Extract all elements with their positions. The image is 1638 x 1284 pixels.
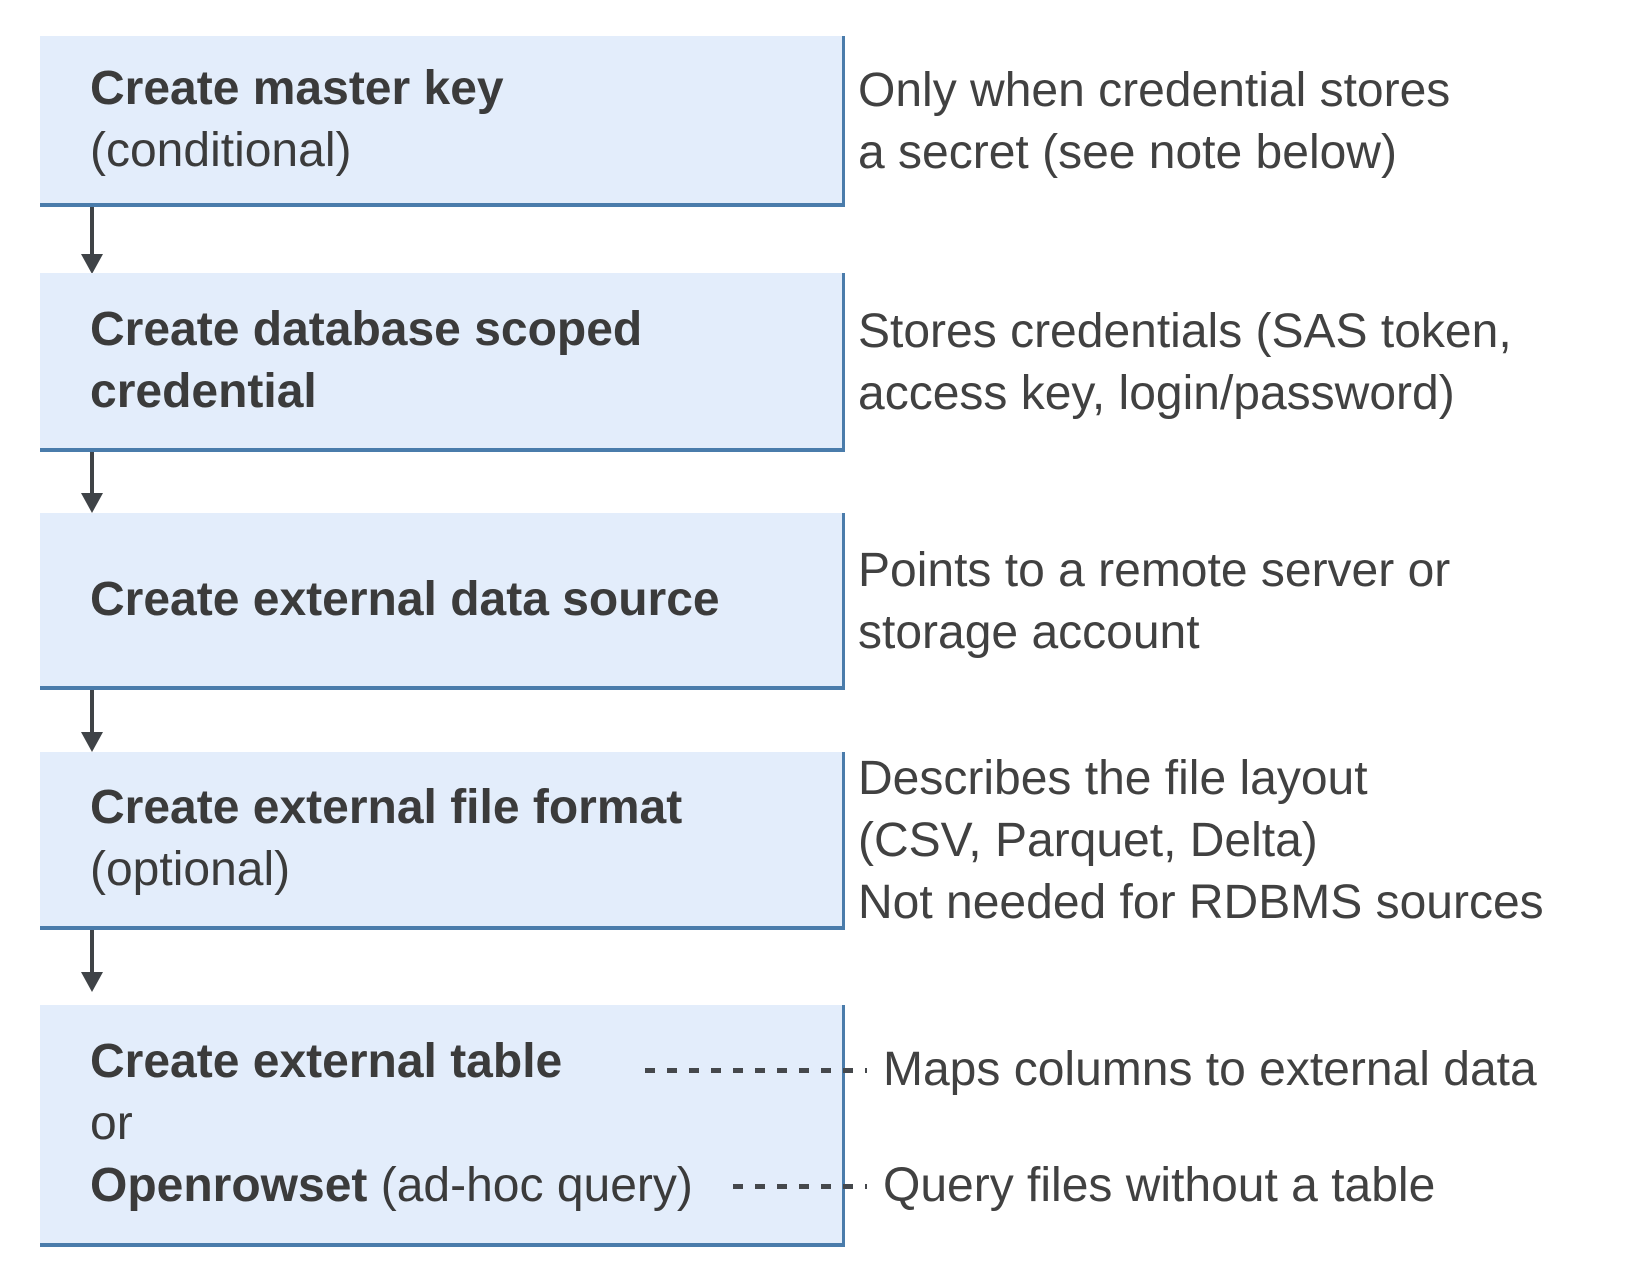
arrow-shaft — [90, 452, 94, 493]
note-openrowset: Query files without a table — [883, 1159, 1436, 1212]
step-title: Create master key — [90, 61, 504, 115]
step-alt-title: Openrowset — [90, 1159, 368, 1212]
step-title: Create external file format — [90, 781, 683, 834]
note-database-scoped-credential: Stores credentials (SAS token, access ke… — [858, 273, 1578, 452]
step-qualifier: (optional) — [90, 843, 291, 896]
note-external-file-format: Describes the file layout (CSV, Parquet,… — [858, 752, 1578, 930]
flow-box-create-database-scoped-credential: Create database scoped credential — [40, 273, 845, 452]
step-qualifier: (conditional) — [90, 123, 352, 177]
step-alt-qualifier: (ad-hoc query) — [367, 1159, 693, 1212]
step-title: Create database scoped credential — [90, 302, 643, 418]
arrow-head — [81, 493, 103, 513]
flow-box-create-master-key: Create master key (conditional) — [40, 36, 845, 207]
arrow-shaft — [90, 207, 94, 254]
step-title: Create external table — [90, 1035, 563, 1088]
step-alt-line: Openrowset (ad-hoc query) — [90, 1155, 842, 1217]
note-external-data-source: Points to a remote server or storage acc… — [858, 513, 1578, 690]
note-text: Only when credential stores a secret (se… — [858, 63, 1451, 179]
arrow-head — [81, 972, 103, 992]
flow-arrow-down-icon — [81, 207, 103, 274]
dashed-connector-external-table — [645, 1068, 867, 1073]
flow-arrow-down-icon — [81, 690, 103, 752]
arrow-shaft — [90, 930, 94, 972]
note-text: Points to a remote server or storage acc… — [858, 543, 1451, 659]
step-or-label: or — [90, 1097, 133, 1150]
note-external-table: Maps columns to external data — [883, 1043, 1537, 1096]
arrow-head — [81, 254, 103, 274]
flow-box-create-external-data-source: Create external data source — [40, 513, 845, 690]
flow-arrow-down-icon — [81, 452, 103, 513]
arrow-shaft — [90, 690, 94, 732]
note-master-key: Only when credential stores a secret (se… — [858, 36, 1578, 207]
arrow-head — [81, 732, 103, 752]
flow-arrow-down-icon — [81, 930, 103, 992]
note-text: Stores credentials (SAS token, access ke… — [858, 304, 1512, 420]
dashed-connector-openrowset — [733, 1184, 867, 1189]
step-title: Create external data source — [90, 572, 720, 626]
flow-box-create-external-file-format: Create external file format (optional) — [40, 752, 845, 930]
flow-box-create-external-table-or-openrowset: Create external table or Openrowset (ad-… — [40, 1005, 845, 1247]
note-text: Describes the file layout (CSV, Parquet,… — [858, 752, 1544, 929]
